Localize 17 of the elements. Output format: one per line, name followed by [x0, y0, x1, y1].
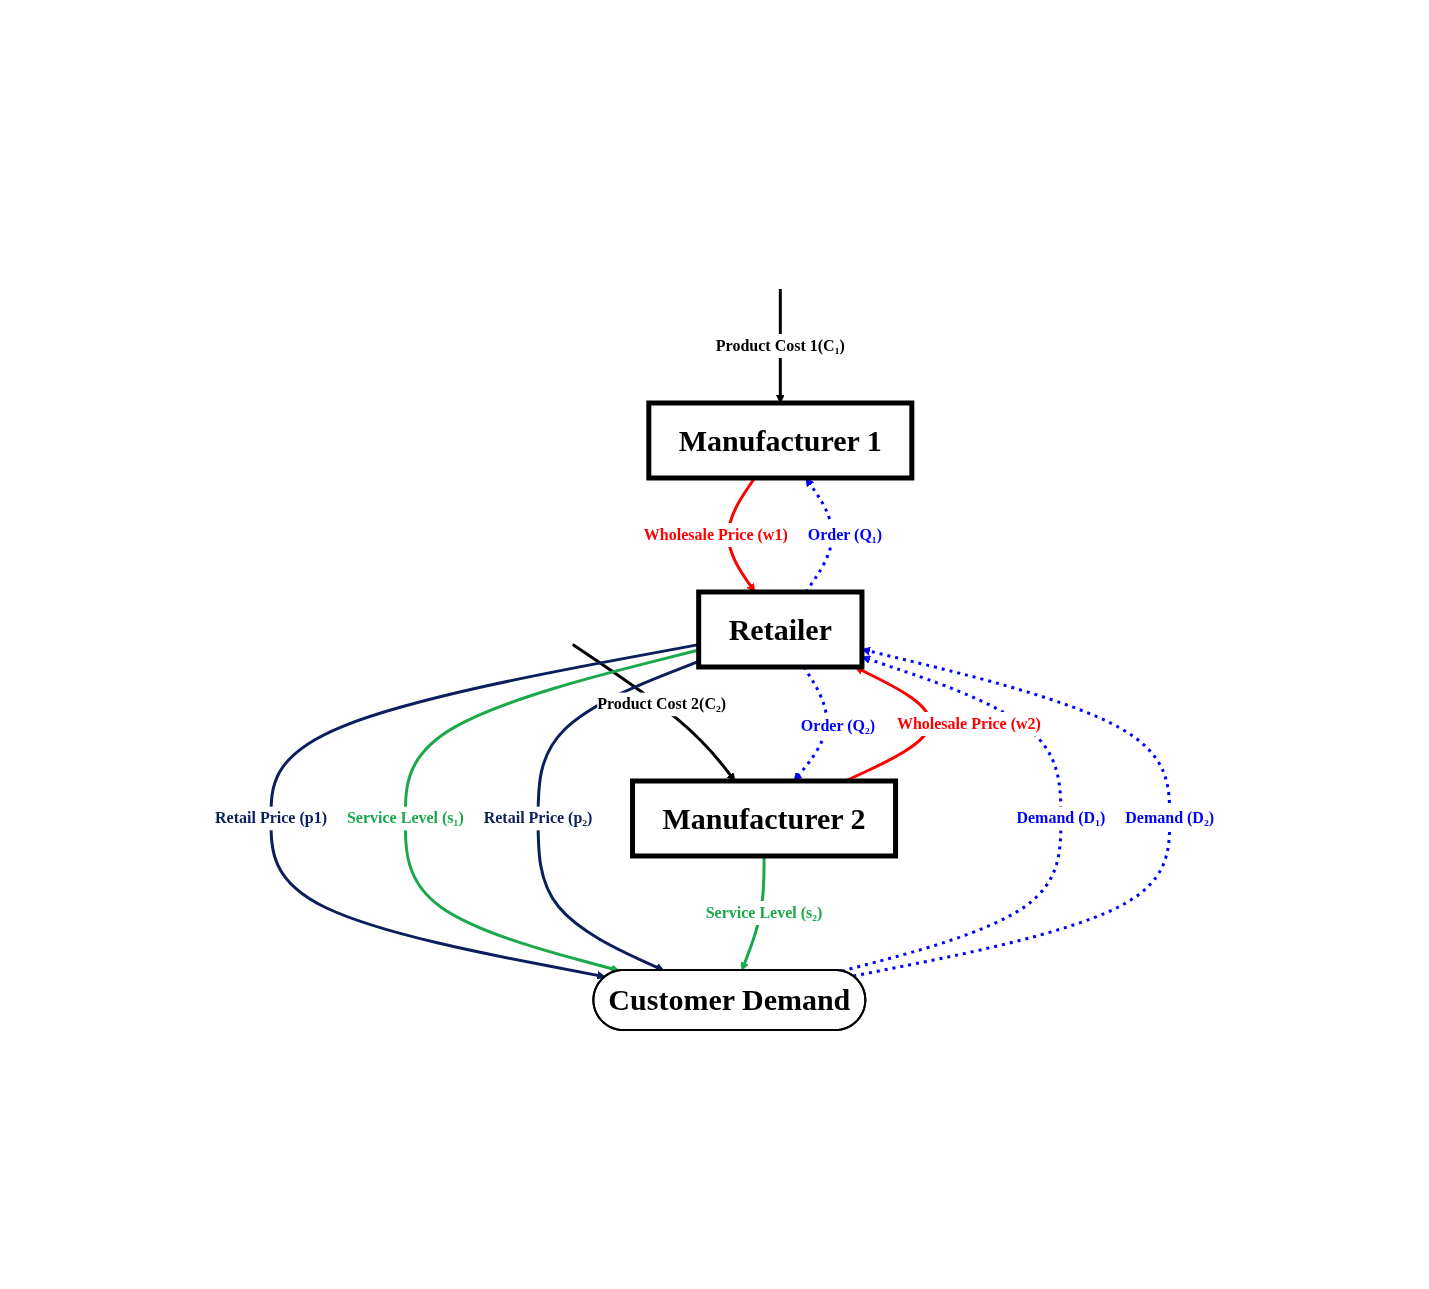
edge-label: Service Level (s₂): [705, 903, 823, 921]
arrow: [841, 655, 1063, 973]
edge-label: Wholesale Price (w2): [896, 714, 1041, 732]
edge-label: Product Cost 1(C₁): [715, 337, 845, 354]
node-box: Retailer: [696, 589, 865, 670]
node-box: Manufacturer 1: [646, 400, 915, 481]
edge-label: Demand (D₂): [1125, 809, 1215, 827]
edge-label: Order (Q₂): [800, 717, 876, 735]
arrow: [852, 646, 1172, 978]
node-box: Manufacturer 2: [630, 778, 899, 859]
edge-label: Demand (D₁): [1016, 809, 1106, 827]
edge-label: Order (Q₁): [807, 525, 882, 543]
edge-label: Wholesale Price (w1): [643, 525, 788, 543]
edge-label: Retail Price (p₂): [483, 809, 593, 827]
edge-label: Product Cost 2(C₂): [597, 695, 727, 713]
edge-label: Service Level (s₁): [346, 809, 464, 827]
edge-label: Retail Price (p1): [214, 809, 327, 827]
